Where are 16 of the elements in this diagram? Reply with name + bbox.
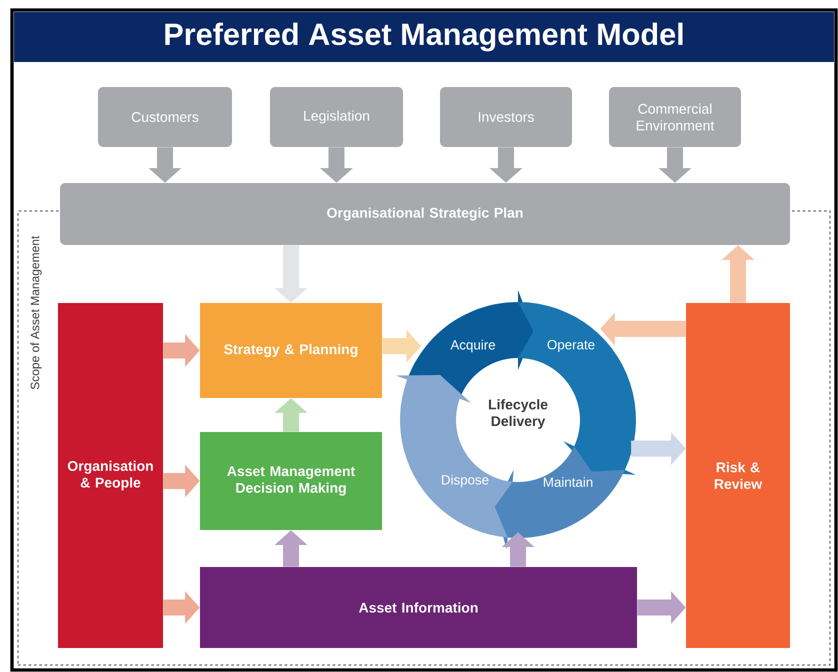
source-box: Customers: [98, 87, 232, 147]
source-box: Investors: [440, 87, 572, 147]
source-box: Commercial Environment: [609, 87, 741, 147]
process-bar: Asset Information: [200, 566, 638, 648]
lifecycle-ring: Lifecycle Delivery: [488, 399, 548, 429]
process-box: Strategy & Planning: [200, 303, 382, 398]
plan-bar: Organisational Strategic Plan: [60, 183, 790, 245]
title-banner: Preferred Asset Management Model: [14, 12, 834, 62]
process-box: Asset Management Decision Making: [200, 432, 382, 530]
source-box: Legislation: [270, 87, 404, 147]
segment-label: Maintain: [544, 477, 592, 487]
segment-label: Dispose: [442, 474, 488, 488]
segment-label: Operate: [548, 340, 594, 352]
pillar-box: Risk & Review: [686, 302, 790, 648]
segment-label: Acquire: [450, 340, 495, 352]
pillar-box: Organisation & People: [58, 302, 164, 648]
